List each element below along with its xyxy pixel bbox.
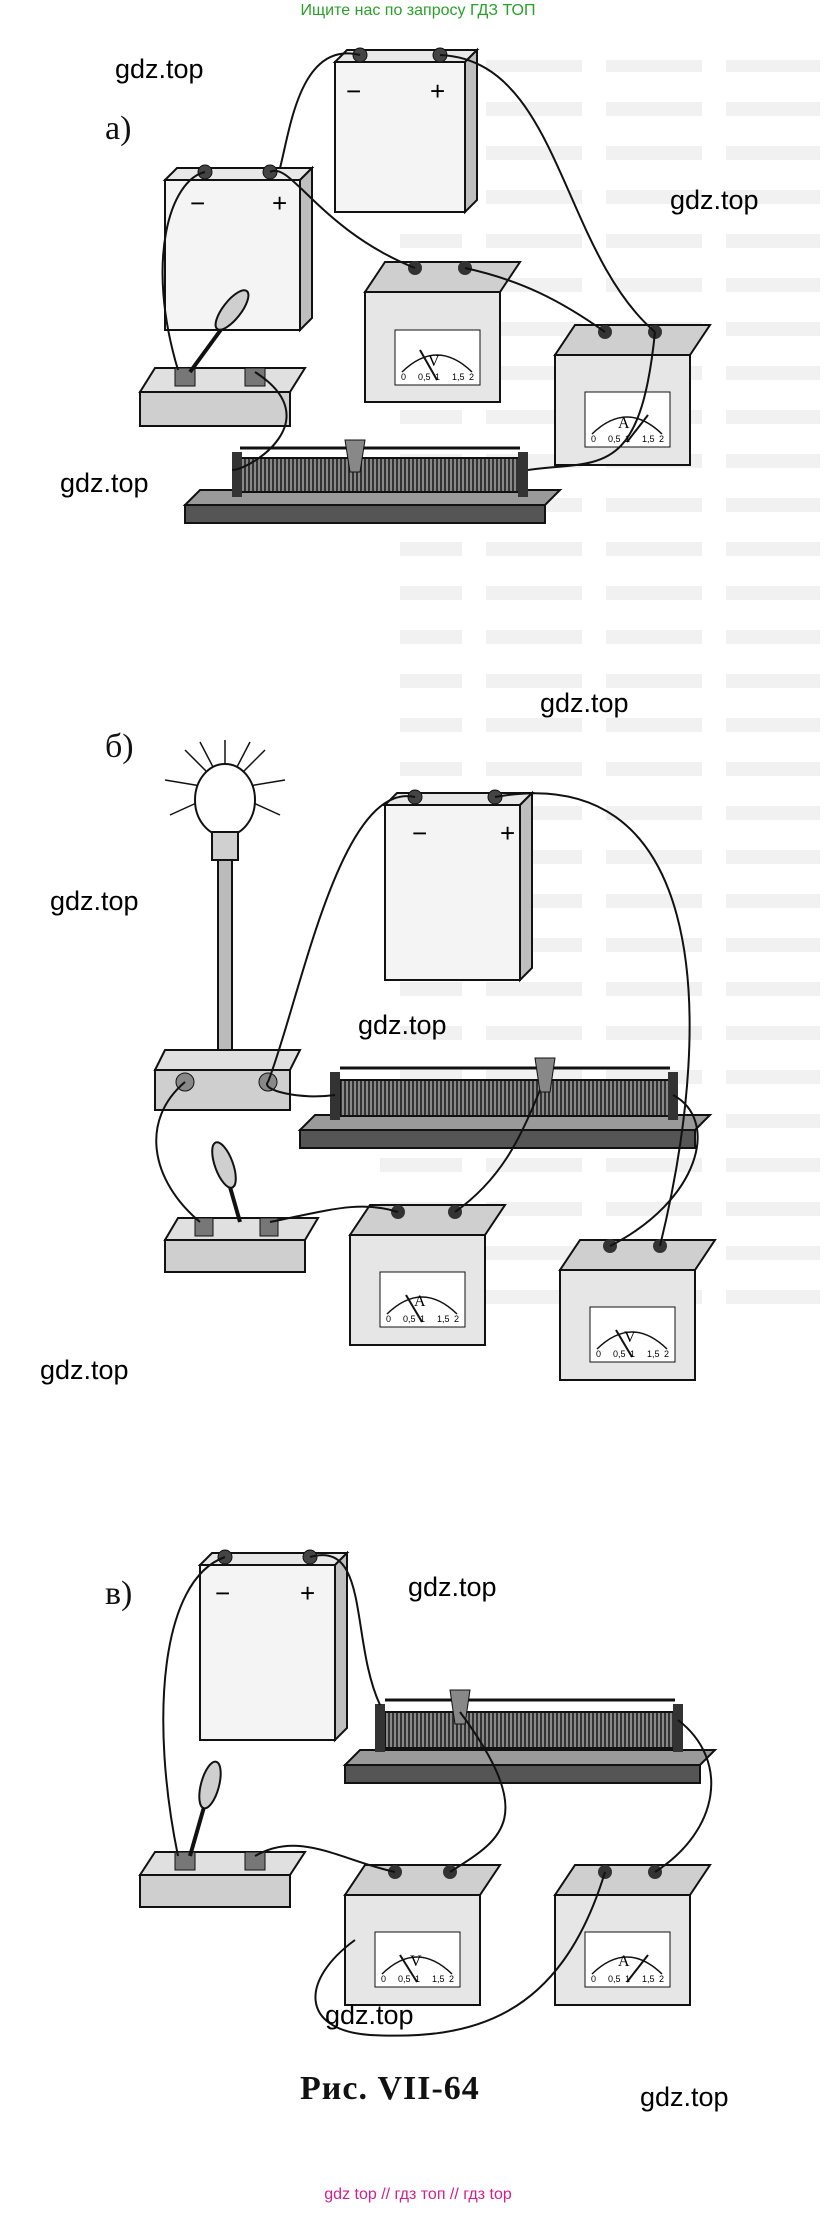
ammeter-a-scale-label: 2 xyxy=(659,434,664,444)
watermark: gdz.top xyxy=(408,1572,497,1602)
rheostat-b xyxy=(297,1057,713,1149)
battery-b: − + xyxy=(382,789,535,983)
battery-c-minus: − xyxy=(215,1578,230,1608)
watermark: gdz.top xyxy=(115,54,204,84)
battery-b-plus: + xyxy=(500,818,515,848)
voltmeter-c-scale-label: 0,5 xyxy=(398,1974,411,1984)
circuit-b: − + A xyxy=(153,740,717,1381)
ammeter-a-scale-label: 0,5 xyxy=(608,434,621,444)
ammeter-b-scale-label: 1 xyxy=(420,1314,425,1324)
figure-caption: Рис. VII-64 xyxy=(300,2070,480,2107)
watermark: gdz.top xyxy=(670,185,759,215)
voltmeter-a: V xyxy=(363,261,522,403)
battery-a2: − + xyxy=(332,47,480,215)
switch-a xyxy=(138,289,307,427)
ammeter-c-letter: A xyxy=(618,1953,630,1970)
ammeter-a-letter: A xyxy=(618,415,630,432)
bottom-banner[interactable]: gdz top // гдз топ // гдз top xyxy=(0,2184,836,2210)
voltmeter-a-letter: V xyxy=(428,353,440,370)
voltmeter-c-scale-label: 2 xyxy=(449,1974,454,1984)
wires-a xyxy=(161,52,656,471)
ammeter-b-scale-label: 0,5 xyxy=(403,1314,416,1324)
ammeter-b: A xyxy=(348,1204,507,1346)
battery-a1-plus: + xyxy=(272,188,287,218)
rheostat-c xyxy=(342,1689,718,1784)
circuit-a: − + − + V xyxy=(138,47,712,524)
voltmeter-b-scale-label: 1 xyxy=(630,1349,635,1359)
voltmeter-b-scale-label: 2 xyxy=(664,1349,669,1359)
watermark: gdz.top xyxy=(50,886,139,916)
ammeter-c-scale-label: 2 xyxy=(659,1974,664,1984)
watermark: gdz.top xyxy=(325,2000,414,2030)
voltmeter-c-scale-label: 0 xyxy=(381,1974,386,1984)
battery-c-plus: + xyxy=(300,1578,315,1608)
ammeter-a-scale-label: 1,5 xyxy=(642,434,655,444)
voltmeter-a-scale-label: 0,5 xyxy=(418,372,431,382)
ammeter-c: A xyxy=(553,1864,712,2006)
voltmeter-a-scale-label: 2 xyxy=(469,372,474,382)
ammeter-b-scale-label: 0 xyxy=(386,1314,391,1324)
watermark: gdz.top xyxy=(60,468,149,498)
battery-a1-minus: − xyxy=(190,188,205,218)
panel-label-a: а) xyxy=(105,110,132,147)
ammeter-b-letter: A xyxy=(414,1293,426,1310)
voltmeter-b-letter: V xyxy=(624,1329,636,1346)
switch-c xyxy=(138,1760,307,1908)
battery-b-minus: − xyxy=(412,818,427,848)
watermark: gdz.top xyxy=(540,688,629,718)
ammeter-a-scale-label: 0 xyxy=(591,434,596,444)
lamp-b xyxy=(153,763,302,1111)
ammeter-a-scale-label: 1 xyxy=(625,434,630,444)
voltmeter-c-letter: V xyxy=(410,1953,422,1970)
ammeter-c-scale-label: 0,5 xyxy=(608,1974,621,1984)
ammeter-a: A xyxy=(553,324,712,466)
voltmeter-a-scale-label: 1 xyxy=(435,372,440,382)
panel-label-b: б) xyxy=(105,728,134,765)
panel-label-c: в) xyxy=(105,1575,133,1612)
bottom-banner-text[interactable]: gdz top // гдз топ // гдз top xyxy=(324,2186,512,2203)
watermark: gdz.top xyxy=(40,1355,129,1385)
top-banner-text[interactable]: Ищите нас по запросу ГДЗ ТОП xyxy=(300,2,536,19)
ammeter-b-scale-label: 1,5 xyxy=(437,1314,450,1324)
wires-b xyxy=(155,792,699,1247)
battery-c: − + xyxy=(197,1549,350,1743)
voltmeter-b-scale-label: 1,5 xyxy=(647,1349,660,1359)
top-banner[interactable]: Ищите нас по запросу ГДЗ ТОП xyxy=(0,0,836,26)
voltmeter-c: V xyxy=(343,1864,502,2006)
voltmeter-b-scale-label: 0,5 xyxy=(613,1349,626,1359)
ammeter-c-scale-label: 1,5 xyxy=(642,1974,655,1984)
voltmeter-c-scale-label: 1 xyxy=(415,1974,420,1984)
watermark: gdz.top xyxy=(640,2082,729,2112)
voltmeter-a-scale-label: 0 xyxy=(401,372,406,382)
voltmeter-a-scale-label: 1,5 xyxy=(452,372,465,382)
wires-c xyxy=(162,1554,713,2037)
rheostat-a xyxy=(182,439,563,524)
switch-b xyxy=(163,1141,320,1273)
ammeter-c-scale-label: 1 xyxy=(625,1974,630,1984)
battery-a2-minus: − xyxy=(346,76,361,106)
battery-a2-plus: + xyxy=(430,76,445,106)
circuit-c: − + V xyxy=(138,1549,718,2037)
voltmeter-b: V xyxy=(558,1239,717,1381)
voltmeter-b-scale-label: 0 xyxy=(596,1349,601,1359)
watermark: gdz.top xyxy=(358,1010,447,1040)
ammeter-c-scale-label: 0 xyxy=(591,1974,596,1984)
voltmeter-c-scale-label: 1,5 xyxy=(432,1974,445,1984)
ammeter-b-scale-label: 2 xyxy=(454,1314,459,1324)
